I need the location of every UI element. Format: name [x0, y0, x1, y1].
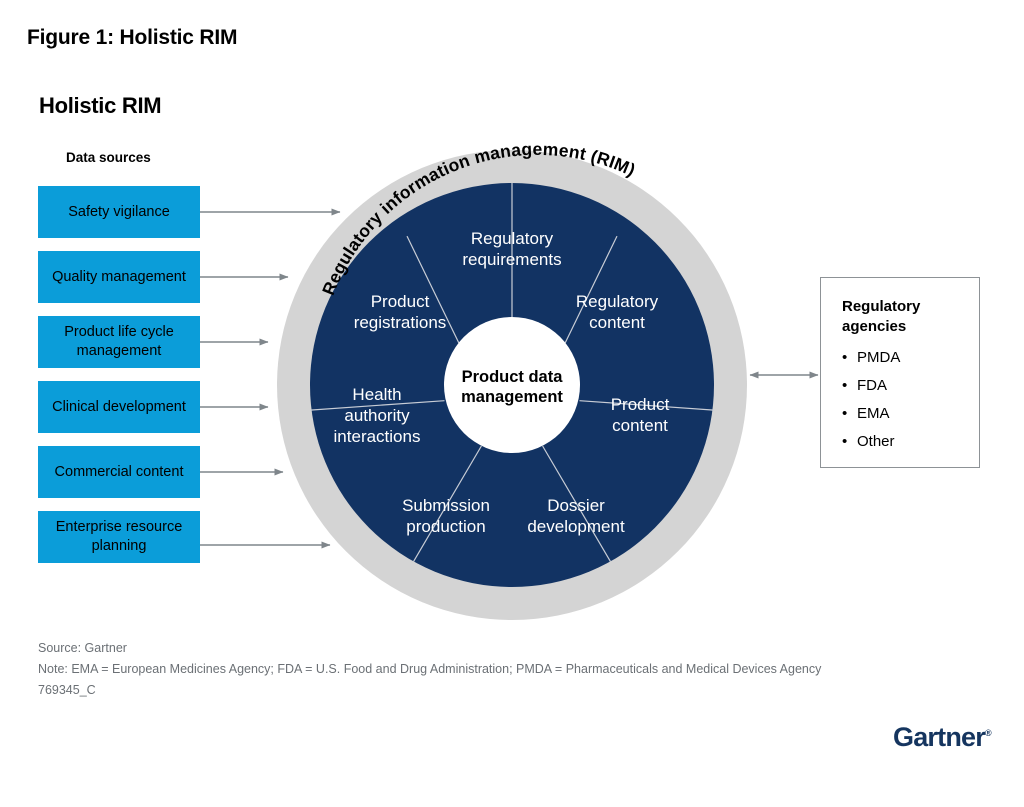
- data-source-box-enterprise-resource-planning[interactable]: Enterprise resource planning: [38, 511, 200, 563]
- segment-label-line2: authority: [344, 406, 410, 425]
- regulatory-agencies-title-line1: Regulatory: [842, 298, 921, 315]
- segment-submission-production[interactable]: Submission production: [402, 496, 490, 536]
- center-label-line1: Product data: [462, 368, 564, 386]
- segment-label-line2: content: [589, 313, 645, 332]
- regulatory-agencies-title: Regulatory agencies: [842, 297, 920, 337]
- segment-product-registrations[interactable]: Product registrations: [354, 292, 447, 332]
- center-label-line2: management: [461, 388, 563, 406]
- segment-label-line1: Health: [352, 385, 401, 404]
- segment-label-line3: interactions: [334, 427, 421, 446]
- segment-label-line2: registrations: [354, 313, 447, 332]
- center-label: Product data management: [461, 368, 563, 406]
- segment-label-line2: content: [612, 416, 668, 435]
- segment-label-line1: Dossier: [547, 496, 605, 515]
- gartner-logo-text: Gartner: [893, 722, 986, 752]
- registered-mark-icon: ®: [984, 728, 992, 738]
- list-item: EMA: [842, 400, 900, 428]
- data-sources-heading: Data sources: [66, 150, 151, 165]
- footer-id: 769345_C: [38, 683, 96, 697]
- data-source-box-clinical-development[interactable]: Clinical development: [38, 381, 200, 433]
- data-source-box-safety-vigilance[interactable]: Safety vigilance: [38, 186, 200, 238]
- footer-source: Source: Gartner: [38, 641, 127, 655]
- segment-label-line2: requirements: [462, 250, 561, 269]
- segment-label-line1: Product: [371, 292, 430, 311]
- regulatory-agencies-list: PMDA FDA EMA Other: [842, 344, 900, 456]
- segment-health-authority-interactions[interactable]: Health authority interactions: [334, 385, 421, 446]
- segment-label-line1: Regulatory: [576, 292, 659, 311]
- segment-dividers: [310, 183, 714, 562]
- segment-label-line1: Regulatory: [471, 229, 554, 248]
- gartner-logo: Gartner®: [893, 722, 992, 753]
- data-source-label: Safety vigilance: [68, 203, 170, 220]
- data-source-box-commercial-content[interactable]: Commercial content: [38, 446, 200, 498]
- data-source-label: Commercial content: [54, 463, 184, 480]
- list-item: FDA: [842, 372, 900, 400]
- segment-label-line1: Submission: [402, 496, 490, 515]
- segment-label-line1: Product: [611, 395, 670, 414]
- regulatory-agencies-box[interactable]: Regulatory agencies PMDA FDA EMA Other: [820, 277, 980, 468]
- segment-label-line2: production: [406, 517, 485, 536]
- data-source-label: Clinical development: [52, 398, 186, 415]
- center-circle: [444, 317, 580, 453]
- data-source-label: Enterprise resource planning: [55, 519, 183, 554]
- footer-note: Note: EMA = European Medicines Agency; F…: [38, 662, 822, 676]
- list-item: Other: [842, 428, 900, 456]
- data-source-label: Product life cycle management: [64, 324, 174, 359]
- page-title: Holistic RIM: [39, 93, 162, 118]
- segment-regulatory-content[interactable]: Regulatory content: [576, 292, 659, 332]
- data-source-box-product-life-cycle-management[interactable]: Product life cycle management: [38, 316, 200, 368]
- list-item: PMDA: [842, 344, 900, 372]
- figure-caption: Figure 1: Holistic RIM: [27, 26, 238, 49]
- data-source-box-quality-management[interactable]: Quality management: [38, 251, 200, 303]
- segment-label-line2: development: [527, 517, 625, 536]
- data-source-label: Quality management: [52, 268, 186, 285]
- footer-notes: Source: Gartner Note: EMA = European Med…: [38, 638, 821, 701]
- connector-arrows: [200, 208, 341, 549]
- segment-product-content[interactable]: Product content: [611, 395, 670, 435]
- segment-dossier-development[interactable]: Dossier development: [527, 496, 625, 536]
- regulatory-agencies-title-line2: agencies: [842, 318, 907, 335]
- segment-regulatory-requirements[interactable]: Regulatory requirements: [462, 229, 561, 269]
